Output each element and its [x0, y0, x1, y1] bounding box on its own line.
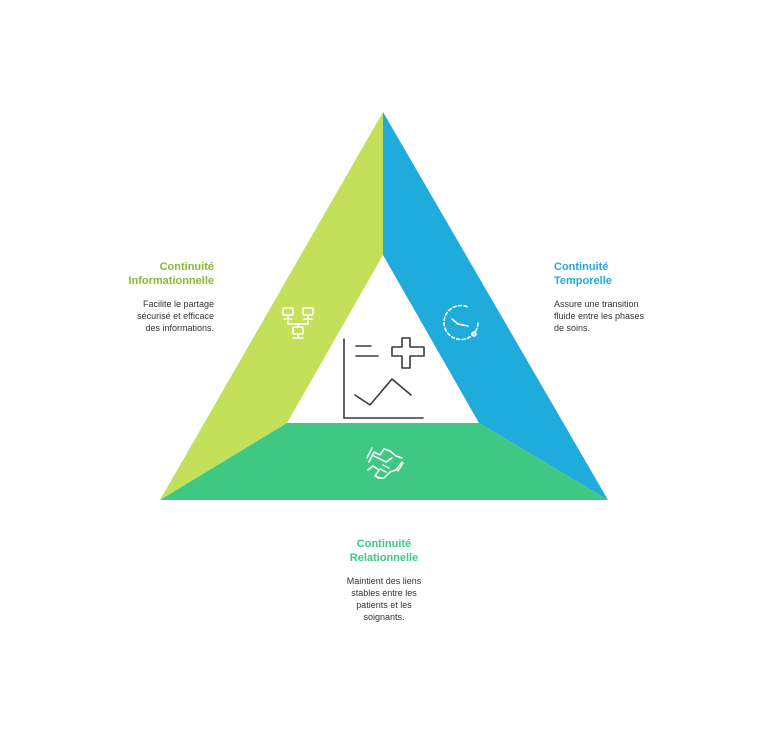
segment-temporal	[383, 112, 608, 500]
label-informational: Continuité Informationnelle Facilite le …	[110, 260, 214, 334]
handshake-icon	[366, 447, 404, 479]
title-informational: Continuité Informationnelle	[128, 261, 214, 287]
description-relational: Maintient des liens stables entre les pa…	[346, 576, 422, 622]
label-relational: Continuité Relationnelle Maintient des l…	[314, 537, 454, 623]
network-computers-icon	[282, 307, 314, 339]
title-relational: Continuité Relationnelle	[349, 538, 419, 564]
health-chart-icon	[343, 337, 425, 419]
label-temporal: Continuité Temporelle Assure une transit…	[554, 260, 664, 334]
title-temporal: Continuité Temporelle	[554, 261, 612, 287]
description-temporal: Assure une transition fluide entre les p…	[554, 299, 645, 333]
description-informational: Facilite le partage sécurisé et efficace…	[137, 299, 214, 333]
segment-informational	[160, 112, 383, 500]
clock-timer-icon	[443, 304, 479, 341]
